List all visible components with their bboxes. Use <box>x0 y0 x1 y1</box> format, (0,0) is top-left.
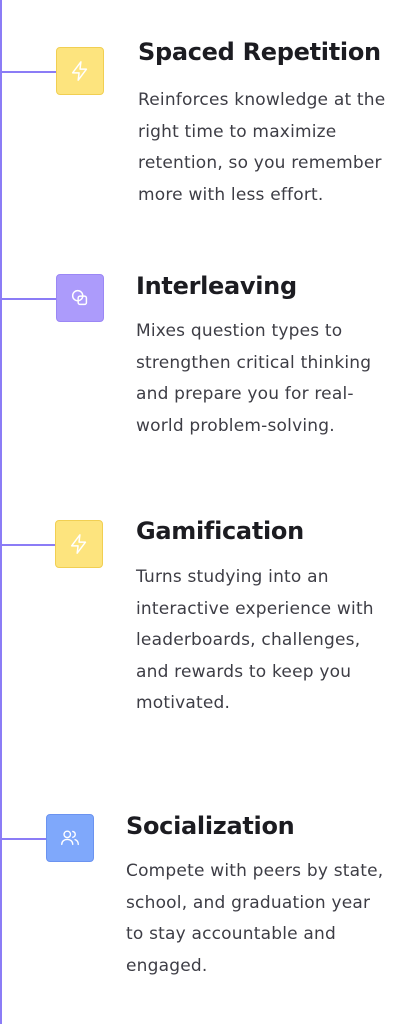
description-line: engaged. <box>126 955 208 976</box>
feature-description: Compete with peers by state, school, and… <box>126 856 383 982</box>
users-icon <box>59 827 81 849</box>
description-line: and rewards to keep you <box>136 661 352 682</box>
description-line: and prepare you for real- <box>136 384 354 404</box>
description-line: Reinforces knowledge at the <box>138 90 386 110</box>
feature-description: Mixes question types to strengthen criti… <box>136 316 371 442</box>
feature-icon-box <box>55 520 103 568</box>
description-line: school, and graduation year <box>126 892 371 913</box>
timeline-connector <box>0 71 56 73</box>
timeline-connector <box>0 544 55 546</box>
feature-title: Socialization <box>126 812 295 840</box>
description-line: interactive experience with <box>136 598 374 619</box>
lightning-bolt-icon <box>69 60 91 82</box>
timeline-line <box>0 0 2 1024</box>
description-line: more with less effort. <box>138 184 324 205</box>
feature-description: Turns studying into an interactive exper… <box>136 562 374 720</box>
description-line: world problem-solving. <box>136 415 335 436</box>
description-line: leaderboards, challenges, <box>136 630 361 650</box>
feature-title: Interleaving <box>136 272 297 300</box>
timeline-connector <box>0 838 46 840</box>
description-line: retention, so you remember <box>138 153 382 173</box>
overlapping-shapes-icon <box>69 287 91 309</box>
feature-description: Reinforces knowledge at the right time t… <box>138 85 385 211</box>
description-line: motivated. <box>136 693 231 713</box>
feature-title: Gamification <box>136 517 304 545</box>
description-line: Turns studying into an <box>136 567 329 587</box>
description-line: strengthen critical thinking <box>136 352 372 373</box>
description-line: Mixes question types to <box>136 321 343 341</box>
feature-icon-box <box>56 47 104 95</box>
description-line: Compete with peers by state, <box>126 861 384 881</box>
feature-icon-box <box>56 274 104 322</box>
lightning-bolt-icon <box>68 533 90 555</box>
feature-title: Spaced Repetition <box>138 38 381 66</box>
feature-icon-box <box>46 814 94 862</box>
timeline-connector <box>0 298 56 300</box>
description-line: to stay accountable and <box>126 924 336 944</box>
description-line: right time to maximize <box>138 121 337 142</box>
